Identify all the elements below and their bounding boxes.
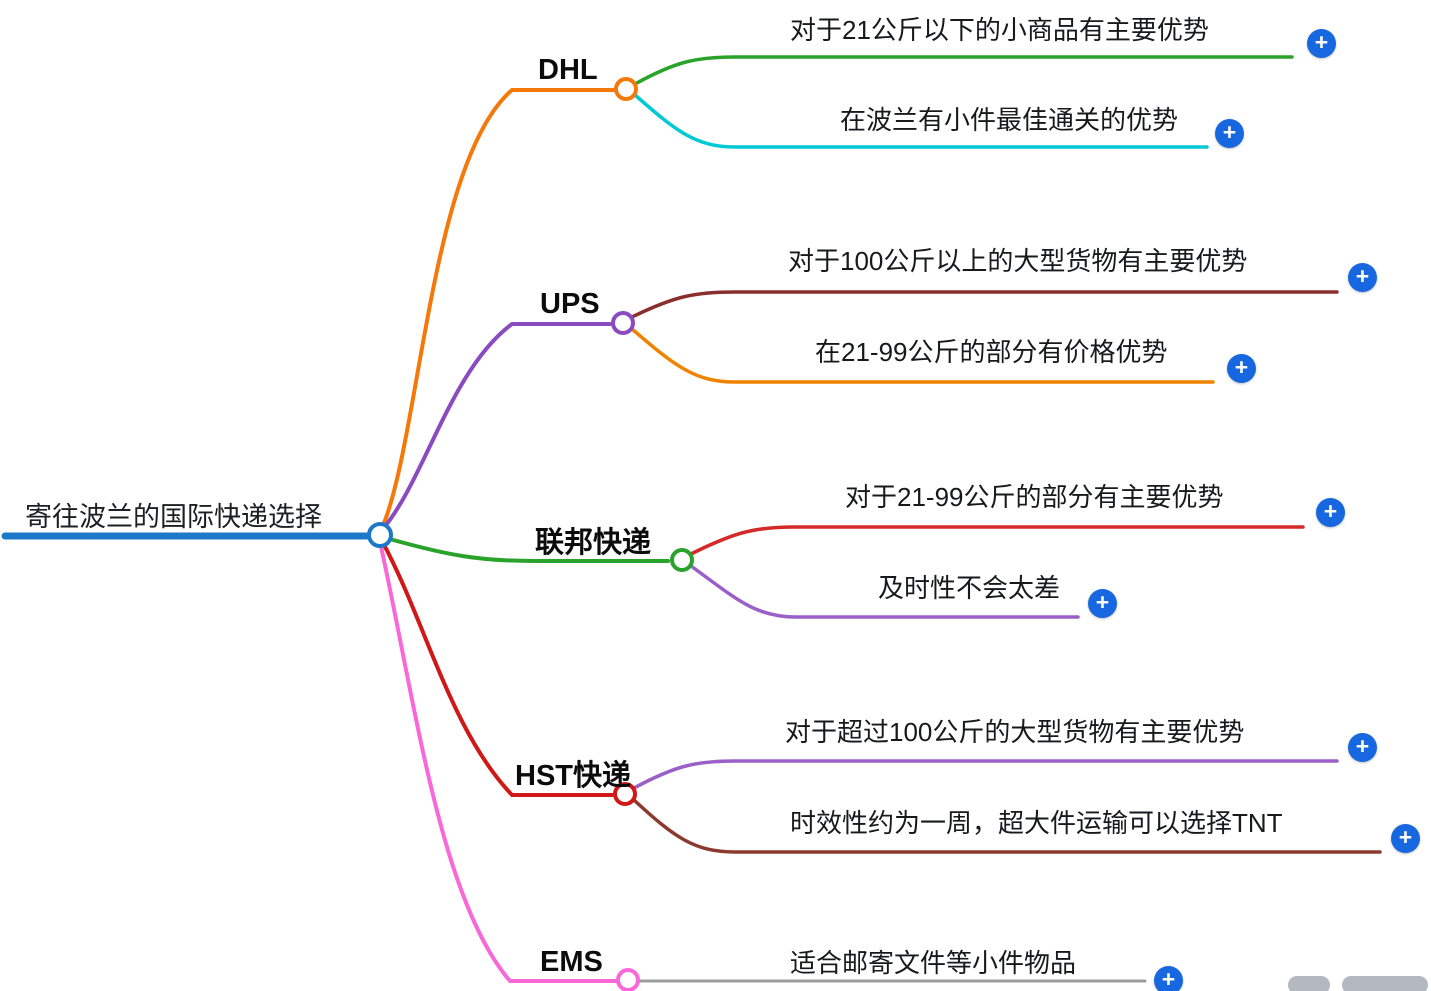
connector-dhl-child1 (633, 55, 1294, 86)
connector-hst-child1 (632, 759, 1339, 790)
connector-ups-child2 (630, 327, 1215, 384)
leaf-fedex-midweight-advantage[interactable]: 对于21-99公斤的部分有主要优势 (845, 482, 1224, 512)
add-node-button[interactable]: + (1391, 824, 1420, 853)
root-node-circle[interactable] (367, 522, 393, 548)
add-node-button[interactable]: + (1215, 119, 1244, 148)
plus-icon: + (1314, 29, 1329, 55)
add-node-button[interactable]: + (1227, 354, 1256, 383)
connector-fedex-child2 (689, 564, 1080, 619)
branch-label-ups[interactable]: UPS (540, 288, 600, 320)
branch-label-ems[interactable]: EMS (540, 946, 603, 978)
plus-icon: + (1234, 354, 1249, 380)
plus-icon: + (1398, 824, 1413, 850)
hst-node-circle[interactable] (613, 782, 637, 806)
leaf-fedex-timeliness[interactable]: 及时性不会太差 (878, 573, 1061, 603)
plus-icon: + (1355, 733, 1370, 759)
add-node-button[interactable]: + (1316, 498, 1345, 527)
connector-ups-child1 (630, 290, 1339, 319)
add-node-button[interactable]: + (1154, 966, 1183, 991)
connector-root-hst (380, 539, 614, 797)
connector-root-dhl (380, 88, 616, 530)
branch-label-dhl[interactable]: DHL (538, 54, 598, 86)
plus-icon: + (1355, 263, 1370, 289)
root-node-label[interactable]: 寄往波兰的国际快递选择 (25, 502, 322, 532)
connector-hst-child2 (632, 798, 1382, 854)
watermark-shape (1288, 976, 1330, 991)
leaf-dhl-customs-advantage[interactable]: 在波兰有小件最佳通关的优势 (840, 105, 1179, 135)
add-node-button[interactable]: + (1348, 733, 1377, 762)
plus-icon: + (1095, 589, 1110, 615)
connector-root-fedex (384, 536, 670, 563)
branch-label-hst[interactable]: HST快递 (515, 760, 632, 792)
connector-root-ems (378, 540, 618, 983)
add-node-button[interactable]: + (1307, 29, 1336, 58)
dhl-node-circle[interactable] (614, 77, 638, 101)
leaf-ups-large-cargo[interactable]: 对于100公斤以上的大型货物有主要优势 (788, 246, 1248, 276)
connector-root-ups (380, 322, 612, 532)
leaf-ups-price-advantage[interactable]: 在21-99公斤的部分有价格优势 (815, 337, 1168, 367)
ems-node-circle[interactable] (616, 968, 640, 991)
branch-label-fedex[interactable]: 联邦快递 (535, 527, 652, 559)
leaf-dhl-advantage-small-goods[interactable]: 对于21公斤以下的小商品有主要优势 (790, 15, 1209, 45)
plus-icon: + (1222, 119, 1237, 145)
add-node-button[interactable]: + (1348, 263, 1377, 292)
leaf-hst-large-cargo[interactable]: 对于超过100公斤的大型货物有主要优势 (785, 717, 1245, 747)
fedex-node-circle[interactable] (670, 548, 694, 572)
plus-icon: + (1161, 966, 1176, 991)
connector-dhl-child2 (633, 93, 1209, 149)
plus-icon: + (1323, 498, 1338, 524)
connector-fedex-child1 (689, 525, 1305, 556)
leaf-ems-documents[interactable]: 适合邮寄文件等小件物品 (790, 948, 1077, 978)
add-node-button[interactable]: + (1088, 589, 1117, 618)
watermark-shape (1342, 976, 1428, 991)
leaf-hst-tnt-option[interactable]: 时效性约为一周，超大件运输可以选择TNT (790, 808, 1283, 838)
ups-node-circle[interactable] (611, 311, 635, 335)
